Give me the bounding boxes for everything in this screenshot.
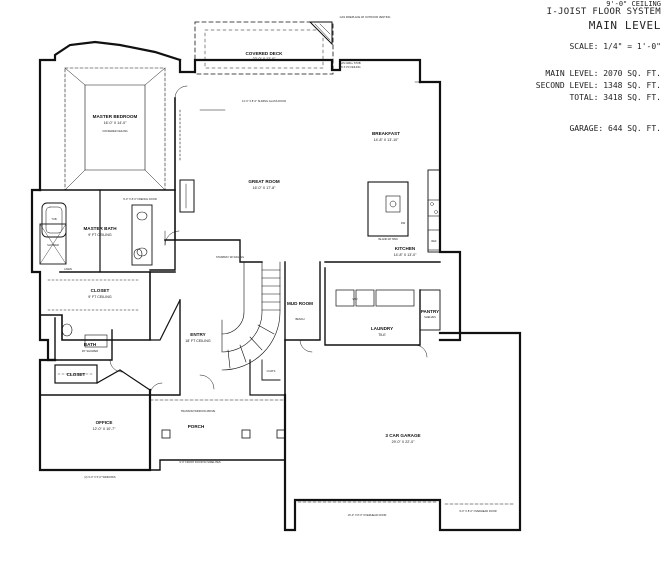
door-swings: [109, 85, 428, 396]
pantry-shelves: [419, 289, 441, 331]
kitchen-label: KITCHEN: [395, 246, 416, 251]
svg-text:9' FT CEILING: 9' FT CEILING: [88, 233, 112, 237]
garage-label: 3 CAR GARAGE: [385, 433, 420, 438]
mud-room-wall: [284, 261, 321, 341]
floor-system-note: I-JOIST FLOOR SYSTEM: [546, 7, 661, 17]
island-note: ISLAND W/ SINK: [378, 237, 398, 241]
porch-column-1: [161, 429, 171, 439]
laundry-label: LAUNDRY: [371, 326, 393, 331]
bath-label: BATH: [84, 342, 97, 347]
washer: [335, 289, 355, 307]
master-bath-label: MASTER BATH: [83, 226, 117, 231]
dw-note: DW: [401, 221, 406, 225]
second-level-area: SECOND LEVEL: 1348 SQ. FT.: [535, 81, 661, 90]
porch-column-3: [276, 429, 286, 439]
office-closet-label: CLOSET: [67, 372, 86, 377]
deck-grill-note: GAS GRILL STUB: [339, 61, 361, 65]
bath-wall: [54, 317, 113, 361]
exterior-wall-west: [30, 188, 57, 362]
svg-text:14'-8" X 13'-10": 14'-8" X 13'-10": [374, 138, 399, 142]
ceiling-note: 9'-0" CEILING: [606, 0, 661, 8]
refrigerator: [427, 229, 441, 251]
interior-wall-master: [164, 97, 176, 241]
master-bay-wall: [38, 40, 182, 192]
svg-text:TILE: TILE: [378, 333, 386, 337]
master-coffer-inner: [84, 84, 146, 171]
coat-closet: [261, 359, 281, 381]
office-wall: [38, 358, 152, 472]
svg-text:16'-0" X 14'-0": 16'-0" X 14'-0": [104, 121, 127, 125]
kitchen-island: [367, 181, 409, 237]
office-closet: [54, 364, 98, 384]
master-toilet: [133, 248, 143, 260]
svg-text:29'-0" X 22'-0": 29'-0" X 22'-0": [392, 440, 415, 444]
bench-note: BENCH: [295, 317, 304, 321]
master-bedroom-label: MASTER BEDROOM: [93, 114, 138, 119]
coffer-note: COFFERED CEILING: [102, 129, 127, 133]
coats-note: COATS: [267, 369, 276, 373]
deck-outline: [194, 21, 334, 75]
svg-text:3'0 X 3'0 CEILING: 3'0 X 3'0 CEILING: [339, 65, 360, 69]
shower-label: SHOWER: [47, 243, 59, 247]
office-window-note: (2) 3'-0" X 5'-0" WINDOWS: [84, 475, 115, 479]
total-area: TOTAL: 3418 SQ. FT.: [569, 93, 661, 102]
porch-column-2: [241, 429, 251, 439]
linen-note: LINEN: [64, 267, 72, 271]
main-level-area: MAIN LEVEL: 2070 SQ. FT.: [545, 69, 661, 78]
overhead-door-note: 16'-0" X 8'-0" OVERHEAD DOOR: [348, 513, 387, 517]
master-coffer-outer: [64, 67, 166, 191]
curved-stair: [221, 261, 281, 371]
exterior-wall-north: [178, 58, 422, 84]
svg-text:SHELVES: SHELVES: [424, 315, 436, 319]
garage-area: GARAGE: 644 SQ. FT.: [569, 124, 661, 133]
range: [427, 199, 441, 217]
area-summary: MAIN LEVEL: 2070 SQ. FT. SECOND LEVEL: 1…: [536, 68, 661, 104]
great-room-label: GREAT ROOM: [248, 179, 279, 184]
master-shower: [39, 223, 67, 265]
ref-note: REF: [431, 239, 437, 243]
deck-fireplace-note: GAS FIREPLACE W/ OUTDOOR VENTING: [340, 15, 391, 19]
svg-text:12'-0" X 10'-7": 12'-0" X 10'-7": [93, 427, 116, 431]
breakfast-label: BREAKFAST: [372, 131, 400, 136]
closet-wall: [39, 271, 151, 341]
svg-text:16'-0" X 17'-8": 16'-0" X 17'-8": [253, 186, 276, 190]
mud-room-label: MUD ROOM: [287, 301, 313, 306]
svg-text:14'-8" X 13'-0": 14'-8" X 13'-0": [394, 253, 417, 257]
dryer: [355, 289, 375, 307]
fireplace: [179, 179, 195, 213]
entry-label: ENTRY: [190, 332, 205, 337]
office-diagonal: [96, 369, 151, 391]
deck-inner: [204, 29, 324, 69]
closet-label: CLOSET: [91, 288, 110, 293]
svg-text:9' FT CEILING: 9' FT CEILING: [88, 295, 112, 299]
tub-note: TUB: [51, 217, 56, 221]
sliding-door-note: 12'-0" X 8'-0" SLIDING GLASS DOOR: [242, 99, 286, 103]
laundry-counter: [375, 289, 415, 307]
master-tub: [41, 202, 67, 238]
plan-title: MAIN LEVEL: [588, 19, 661, 32]
front-door-note: 9'-0" FRONT DOOR W/ SIDELITES: [179, 460, 220, 464]
pantry-label: PANTRY: [421, 309, 439, 314]
deck-fireplace: [308, 21, 333, 46]
overhead-door-note-2: 9'-0" X 8'-0" OVERHEAD DOOR: [459, 509, 496, 513]
scale-note: SCALE: 1/4" = 1'-0": [569, 42, 661, 51]
french-door-note: 9'-0" X 8'-0" FRENCH DOOR: [123, 197, 157, 201]
porch-label: PORCH: [188, 424, 205, 429]
hall-wall: [149, 239, 263, 271]
deck-label: COVERED DECK: [245, 51, 283, 56]
svg-text:22'-0" X 12'-0": 22'-0" X 12'-0": [253, 57, 276, 61]
office-label: OFFICE: [96, 420, 113, 425]
vanity: [131, 204, 153, 266]
stair-note: STAIRWAY W/ RAILING: [216, 255, 244, 259]
laundry-wall: [324, 267, 421, 346]
wd-note: W/D: [352, 297, 357, 301]
transom-note: TRANSOM WINDOW ABOVE: [181, 409, 216, 413]
svg-text:18' FT CEILING: 18' FT CEILING: [185, 339, 211, 343]
garage-wall: [283, 331, 522, 532]
shower-note: 36" SHOWER: [82, 349, 98, 353]
